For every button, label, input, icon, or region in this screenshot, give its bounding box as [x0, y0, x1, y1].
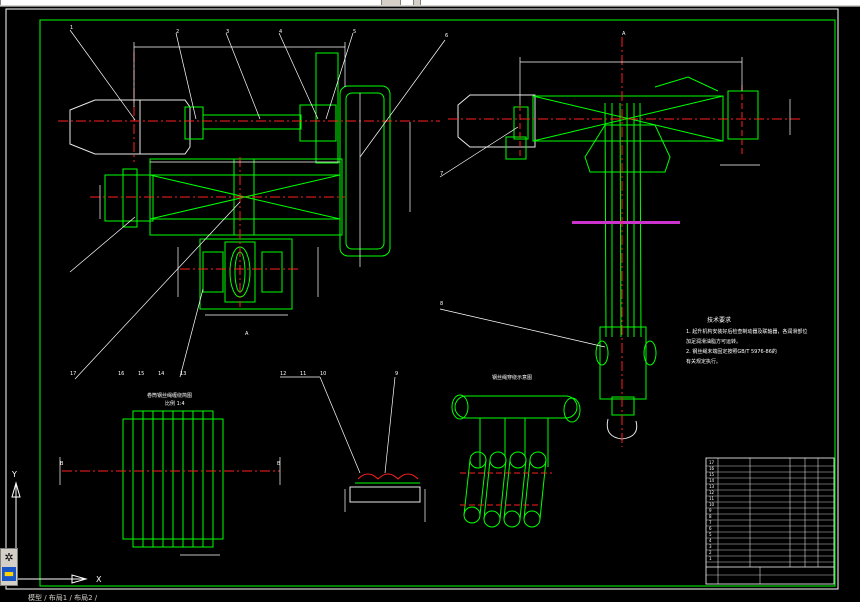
reeving-view: [451, 394, 581, 528]
sheet-border: [5, 8, 839, 590]
rope-clamp-detail: [280, 376, 426, 522]
section-mark-a1: A: [245, 331, 249, 337]
callout-4: 4: [279, 29, 282, 35]
part-row-5: 5: [709, 532, 712, 537]
section-mark-b2: B: [277, 461, 281, 467]
drum-section-view: [59, 410, 281, 556]
callout-3: 3: [226, 29, 229, 35]
section-mark-b1: B: [60, 461, 64, 467]
gear-icon[interactable]: ✲: [4, 551, 14, 564]
part-row-13: 13: [709, 484, 715, 489]
tech-notes: 技术要求 1. 起升机构安装好后检查制动器及联轴器，各润滑部位 加足润滑油脂方可…: [686, 316, 807, 365]
part-row-10: 10: [709, 502, 715, 507]
part-row-15: 15: [709, 472, 715, 477]
reeving-label: 钢丝绳穿绕示意图: [492, 374, 532, 381]
callout-8: 8: [440, 301, 443, 307]
layout-tabs: 模型 / 布局1 / 布局2 /: [0, 594, 860, 602]
parts-list-numbers: 17 16 15 14 13 12 11 10 9 8 7 6 5 4 3 2 …: [709, 460, 715, 561]
layer-icon[interactable]: ▬: [2, 567, 16, 581]
callout-1: 1: [70, 25, 73, 31]
callout-16: 16: [118, 371, 124, 377]
tool-palette: ✲ ▬: [0, 548, 18, 586]
side-elevation: [439, 37, 800, 447]
note-line-3: 2. 钢丝绳末端固定按照GB/T 5976-86的: [686, 348, 777, 355]
svg-text:Y: Y: [11, 470, 17, 479]
callout-12: 12: [280, 371, 286, 377]
svg-text:X: X: [96, 575, 102, 584]
callout-2: 2: [176, 29, 179, 35]
drum-section-scale: 比例 1:4: [165, 400, 185, 407]
drawing-frame: [39, 19, 836, 587]
part-row-12: 12: [709, 490, 715, 495]
note-line-2: 加足润滑油脂方可运转。: [686, 338, 741, 345]
callout-9: 9: [395, 371, 398, 377]
callout-5: 5: [353, 29, 356, 35]
callout-13: 13: [180, 371, 186, 377]
toolbar-strip: [0, 0, 860, 7]
callout-6: 6: [445, 33, 448, 39]
part-row-9: 9: [709, 508, 712, 513]
toolbar-combo-1[interactable]: [0, 0, 382, 5]
note-line-4: 有关规定执行。: [686, 358, 721, 365]
toolbar-combo-2[interactable]: [400, 0, 414, 5]
part-row-14: 14: [709, 478, 715, 483]
rope-mark: [572, 221, 680, 224]
part-row-4: 4: [709, 538, 712, 543]
section-mark-a2: A: [622, 31, 626, 37]
part-row-8: 8: [709, 514, 712, 519]
callout-14: 14: [158, 371, 164, 377]
drum-section-label: 卷筒钢丝绳缠绕简图: [147, 392, 192, 399]
callouts: 1 2 3 4 5 6 7 8 9 10 11 12 13 14 15 16 1…: [70, 25, 448, 377]
callout-7: 7: [440, 171, 443, 177]
callout-15: 15: [138, 371, 144, 377]
part-row-11: 11: [709, 496, 715, 501]
part-row-2: 2: [709, 550, 712, 555]
note-line-1: 1. 起升机构安装好后检查制动器及联轴器，各润滑部位: [686, 328, 807, 335]
part-row-17: 17: [709, 460, 715, 465]
toolbar-combo-3[interactable]: [420, 0, 860, 5]
ucs-icon: X Y: [11, 470, 102, 584]
layout-tabs-text[interactable]: 模型 / 布局1 / 布局2 /: [28, 594, 98, 602]
plan-view: [58, 29, 446, 380]
part-row-3: 3: [709, 544, 712, 549]
callout-17: 17: [70, 371, 76, 377]
part-row-16: 16: [709, 466, 715, 471]
part-row-1: 1: [709, 556, 712, 561]
title-block: [705, 457, 835, 585]
callout-11: 11: [300, 371, 306, 377]
notes-title: 技术要求: [707, 316, 731, 324]
callout-10: 10: [320, 371, 326, 377]
part-row-7: 7: [709, 520, 712, 525]
drawing-canvas[interactable]: 技术要求 1. 起升机构安装好后检查制动器及联轴器，各润滑部位 加足润滑油脂方可…: [0, 7, 860, 593]
part-row-6: 6: [709, 526, 712, 531]
